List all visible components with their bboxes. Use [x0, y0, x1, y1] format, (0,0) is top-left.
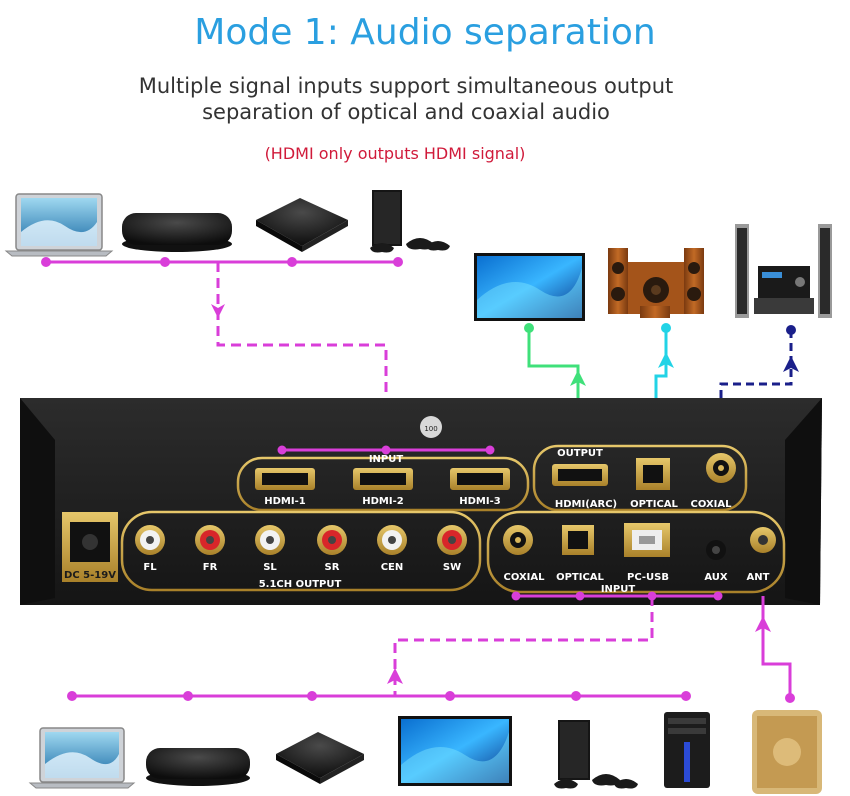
hdmi-note: (HDMI only outputs HDMI signal): [264, 144, 526, 163]
optical-input-port: [562, 525, 594, 555]
hdmi-3-label: HDMI-3: [459, 496, 500, 507]
output-panel: [532, 444, 748, 512]
ant-input-line: [755, 596, 795, 703]
output-group-label: OUTPUT: [557, 448, 603, 459]
game-console-icon: [554, 720, 638, 789]
bottom-source-bus: [67, 596, 691, 701]
fr-port: [195, 525, 225, 555]
cen-label: CEN: [381, 562, 404, 573]
audio-input-group-label: INPUT: [601, 584, 636, 595]
aux-port: [706, 540, 726, 560]
hdmi-arc-label: HDMI(ARC): [555, 499, 617, 510]
pc-usb-port: [624, 523, 670, 557]
ant-label: ANT: [747, 572, 770, 583]
tv-icon: [398, 716, 512, 786]
sl-label: SL: [263, 562, 277, 573]
aux-label: AUX: [704, 572, 728, 583]
fl-port: [135, 525, 165, 555]
hdmi-arc-port: [552, 464, 608, 486]
tv-box-icon: [146, 748, 250, 786]
dc-label: DC 5-19V: [64, 570, 116, 581]
analog-group-label: 5.1CH OUTPUT: [259, 579, 342, 590]
smartphone-icon: [752, 710, 822, 794]
dc-power-port: [62, 512, 118, 582]
hdmi-2-port: [353, 468, 413, 490]
hdmi-input-panel: [236, 456, 530, 512]
subtitle-line-2: separation of optical and coaxial audio: [202, 100, 610, 124]
sl-port: [255, 525, 285, 555]
sw-label: SW: [443, 562, 461, 573]
tv-box-icon: [122, 213, 232, 252]
optical-output-label: OPTICAL: [630, 499, 678, 510]
hdmi-1-port: [255, 468, 315, 490]
tv-icon: [474, 253, 585, 321]
analog-output-panel: [120, 510, 482, 592]
sr-label: SR: [325, 562, 340, 573]
ant-port: [750, 527, 776, 553]
coaxial-output-label: COXIAL: [690, 499, 732, 510]
cen-port: [377, 525, 407, 555]
hdmi-3-port: [450, 468, 510, 490]
sw-port: [437, 525, 467, 555]
pc-tower-icon: [664, 712, 710, 788]
coaxial-output-port: [706, 453, 736, 483]
home-theater-icon: [735, 224, 832, 318]
hdmi-1-label: HDMI-1: [264, 496, 305, 507]
knob-label: 100: [424, 425, 437, 433]
top-source-bus: [41, 257, 403, 450]
game-console-icon: [370, 190, 450, 253]
optical-output-port: [636, 458, 670, 490]
optical-input-label: OPTICAL: [556, 572, 604, 583]
tv-box-icon: [256, 198, 348, 252]
hdmi-2-label: HDMI-2: [362, 496, 403, 507]
laptop-icon: [28, 727, 136, 789]
hdmi-input-group-label: INPUT: [369, 454, 404, 465]
fl-label: FL: [143, 562, 157, 573]
laptop-icon: [4, 193, 114, 257]
pc-usb-label: PC-USB: [627, 572, 669, 583]
sr-port: [317, 525, 347, 555]
coaxial-input-label: COXIAL: [503, 572, 545, 583]
coaxial-input-port: [503, 525, 533, 555]
audio-switch-device: 100 INPUT HDMI-1 HDMI-2 HDMI-3 OUTPUT HD…: [20, 398, 822, 605]
volume-knob: [420, 416, 442, 438]
audio-input-panel: [486, 510, 786, 594]
fr-label: FR: [203, 562, 218, 573]
subtitle-line-1: Multiple signal inputs support simultane…: [138, 74, 674, 98]
speaker-set-icon: [608, 248, 704, 318]
tv-box-icon: [276, 732, 364, 784]
page-title: Mode 1: Audio separation: [194, 12, 656, 53]
